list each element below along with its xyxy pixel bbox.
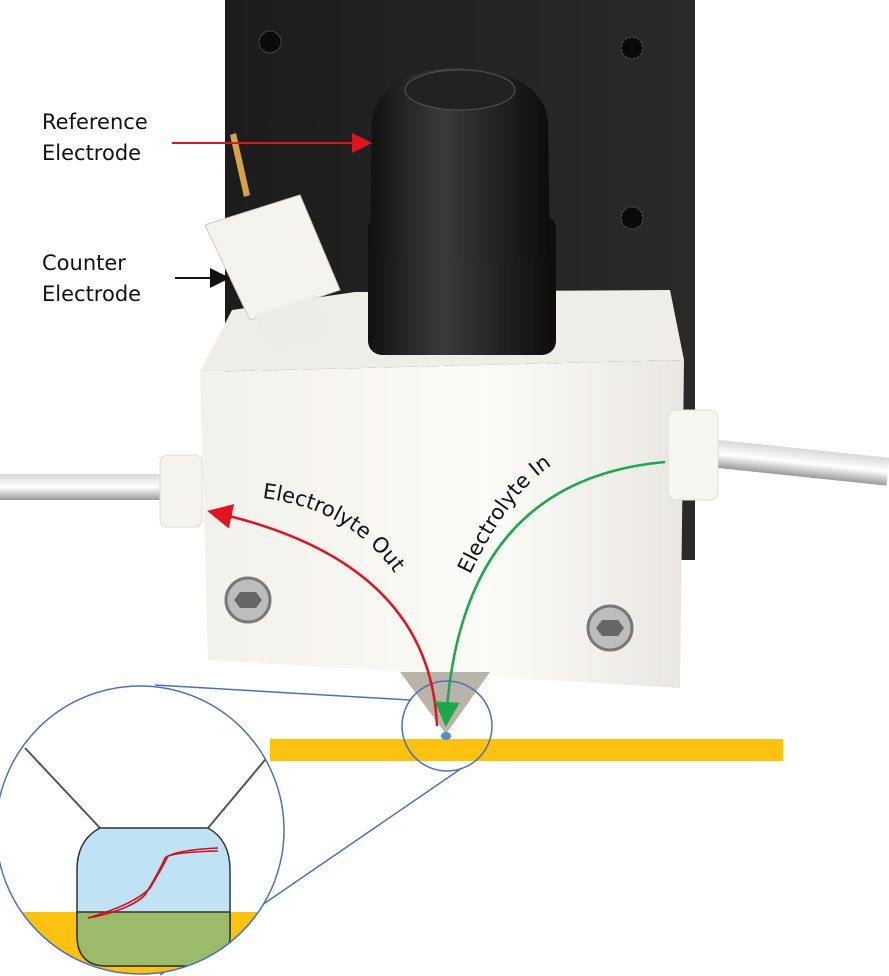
label-line: Electrode (42, 141, 142, 165)
inlet-fitting (667, 409, 719, 501)
counter-electrode-thread (255, 295, 330, 350)
reference-electrode-label: Reference Electrode (42, 107, 148, 169)
outlet-fitting (159, 454, 203, 528)
zoom-source-circle (401, 680, 493, 772)
counter-electrode-wire (230, 133, 250, 197)
plate-hole (258, 30, 282, 54)
voltammogram-curve (87, 850, 219, 919)
inlet-tube (698, 438, 889, 486)
screw-hex-icon (234, 592, 262, 608)
cap-opening (404, 69, 516, 111)
cell-block (200, 360, 684, 688)
electrolyte-in-arrow (434, 460, 666, 727)
label-line: Electrode (42, 282, 142, 306)
zoom-detail (0, 686, 284, 974)
droplet (441, 732, 451, 740)
counter-electrode-fitting (204, 194, 341, 321)
voltammogram-curve (87, 847, 219, 919)
zoom-circle (0, 685, 285, 975)
plate-hole (620, 206, 644, 230)
screw-hex-icon (596, 620, 624, 636)
plate-hole (620, 36, 644, 60)
outlet-tube (0, 474, 180, 500)
counter-electrode-label: Counter Electrode (42, 248, 141, 310)
reference-electrode-cap (370, 68, 550, 260)
substrate (270, 739, 783, 761)
zoom-cone-edge (24, 747, 101, 829)
label-line: Counter (42, 251, 126, 275)
zoom-line (154, 684, 411, 701)
electrolyte-out-arrow (207, 504, 439, 727)
zoom-cone-edge (207, 747, 276, 829)
label-line: Reference (42, 110, 148, 134)
